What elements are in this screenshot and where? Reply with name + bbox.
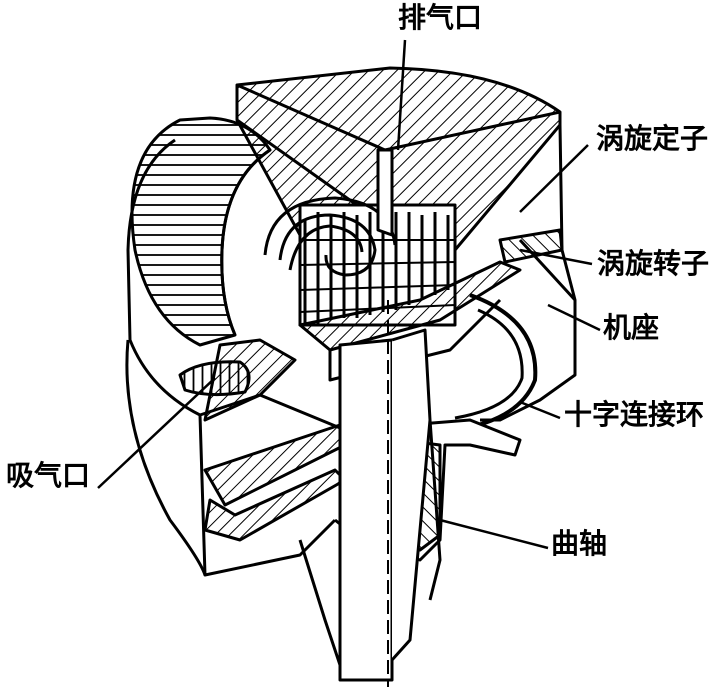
leader-fixed-scroll — [519, 144, 589, 213]
label-frame: 机座 — [603, 311, 660, 344]
label-exhaust-port: 排气口 — [398, 1, 483, 34]
leader-orbiting-scroll — [519, 248, 593, 266]
leader-oldham-ring — [519, 400, 561, 420]
leader-lines — [97, 144, 601, 550]
exhaust-tube — [376, 39, 407, 237]
leader-frame — [547, 303, 601, 332]
frame-right-wall — [480, 124, 577, 422]
crankshaft — [298, 300, 442, 687]
leader-crankshaft — [439, 518, 549, 550]
label-suction-port: 吸气口 — [6, 459, 91, 492]
label-oldham-ring: 十字连接环 — [564, 398, 705, 431]
label-crankshaft: 曲轴 — [551, 527, 608, 560]
label-orbiting-scroll: 涡旋转子 — [597, 247, 710, 280]
label-fixed-scroll: 涡旋定子 — [596, 122, 709, 155]
leader-suction-port — [97, 377, 216, 489]
